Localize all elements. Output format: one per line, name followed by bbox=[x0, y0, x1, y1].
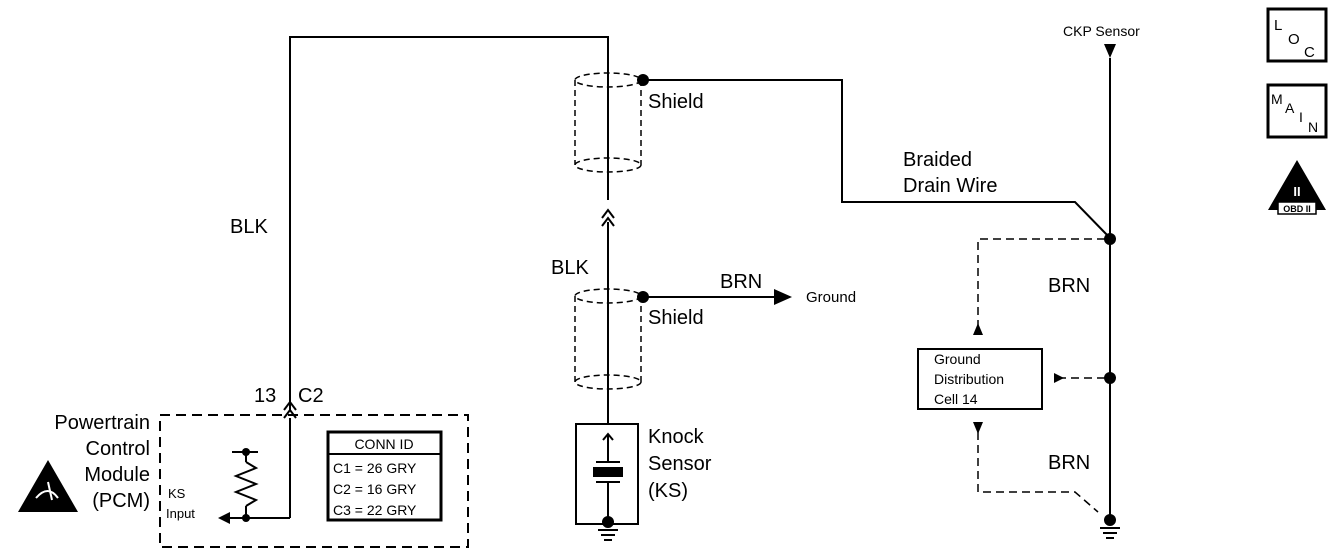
ground-distribution-box bbox=[917, 348, 1043, 410]
knock-sensor-line1: Knock bbox=[648, 426, 705, 448]
pcm-splice-top bbox=[242, 448, 250, 456]
ks-input-line1: KS bbox=[168, 486, 186, 501]
ground-symbol-icon bbox=[1100, 514, 1120, 539]
arrow-up-icon bbox=[973, 323, 983, 335]
blk-signal-wire bbox=[289, 36, 615, 420]
shield-lower-label: Shield bbox=[648, 307, 704, 329]
main-letter-i: I bbox=[1299, 109, 1303, 125]
conn-id-box bbox=[326, 430, 443, 522]
ckp-arrow-icon bbox=[1104, 44, 1116, 58]
shield-lower-splice bbox=[637, 291, 649, 303]
knock-sensor-line3: (KS) bbox=[648, 480, 688, 502]
shield-upper-label: Shield bbox=[648, 91, 704, 113]
obd-ii-icon[interactable] bbox=[1268, 160, 1326, 215]
loc-icon[interactable] bbox=[1266, 7, 1328, 63]
main-letter-n: N bbox=[1308, 119, 1318, 135]
obd-numeral: II bbox=[1293, 184, 1300, 199]
ground-distribution-line1: Ground bbox=[934, 351, 981, 367]
connector-label: C2 bbox=[298, 385, 324, 407]
braided-label-line2: Drain Wire bbox=[903, 175, 997, 197]
conn-id-title: CONN ID bbox=[354, 436, 413, 452]
braided-drain-wire bbox=[643, 79, 1111, 239]
ground-distribution-line2: Distribution bbox=[934, 371, 1004, 387]
ground-label: Ground bbox=[806, 289, 856, 306]
main-icon[interactable] bbox=[1266, 83, 1328, 139]
pcm-label-line1: Powertrain bbox=[54, 412, 150, 434]
knock-sensor-symbol bbox=[575, 420, 639, 525]
main-letter-m: M bbox=[1271, 91, 1283, 107]
splice-middle bbox=[1104, 372, 1116, 384]
pin-number-label: 13 bbox=[254, 385, 276, 407]
pcm-label-line4: (PCM) bbox=[92, 490, 150, 512]
brn-upper-label: BRN bbox=[1048, 275, 1090, 297]
splice-upper bbox=[1104, 233, 1116, 245]
knock-sensor-line2: Sensor bbox=[648, 453, 712, 475]
pcm-wire-color-label: BLK bbox=[230, 216, 268, 238]
obd-label: OBD II bbox=[1283, 204, 1311, 214]
ks-input-line2: Input bbox=[166, 506, 195, 521]
esd-warning-icon bbox=[18, 460, 78, 512]
ks-input-arrow-icon bbox=[218, 512, 230, 524]
conn-id-row-2: C2 = 16 GRY bbox=[333, 481, 417, 497]
loc-letter-c: C bbox=[1304, 44, 1315, 61]
pcm-internal-circuit bbox=[228, 400, 297, 519]
arrow-left-icon bbox=[1054, 373, 1064, 383]
pcm-splice-bottom bbox=[242, 514, 250, 522]
ckp-sensor-label: CKP Sensor bbox=[1063, 23, 1140, 39]
main-letter-a: A bbox=[1285, 100, 1295, 116]
conn-id-row-3: C3 = 22 GRY bbox=[333, 502, 417, 518]
brn-lower-label: BRN bbox=[1048, 452, 1090, 474]
shield-upper-splice bbox=[637, 74, 649, 86]
ground-wire-color-label: BRN bbox=[720, 271, 762, 293]
conn-id-row-1: C1 = 26 GRY bbox=[333, 460, 417, 476]
pcm-dashed-box bbox=[159, 414, 469, 548]
arrow-down-icon bbox=[973, 422, 983, 434]
pcm-label-line2: Control bbox=[86, 438, 150, 460]
loc-letter-l: L bbox=[1274, 17, 1282, 34]
ground-distribution-dashes bbox=[977, 238, 1105, 513]
braided-label-line1: Braided bbox=[903, 149, 972, 171]
pcm-label-line3: Module bbox=[84, 464, 150, 486]
ks-wire-color-label: BLK bbox=[551, 257, 589, 279]
ks-ground-symbol-icon bbox=[598, 516, 618, 541]
loc-letter-o: O bbox=[1288, 31, 1300, 48]
ground-distribution-line3: Cell 14 bbox=[934, 391, 978, 407]
